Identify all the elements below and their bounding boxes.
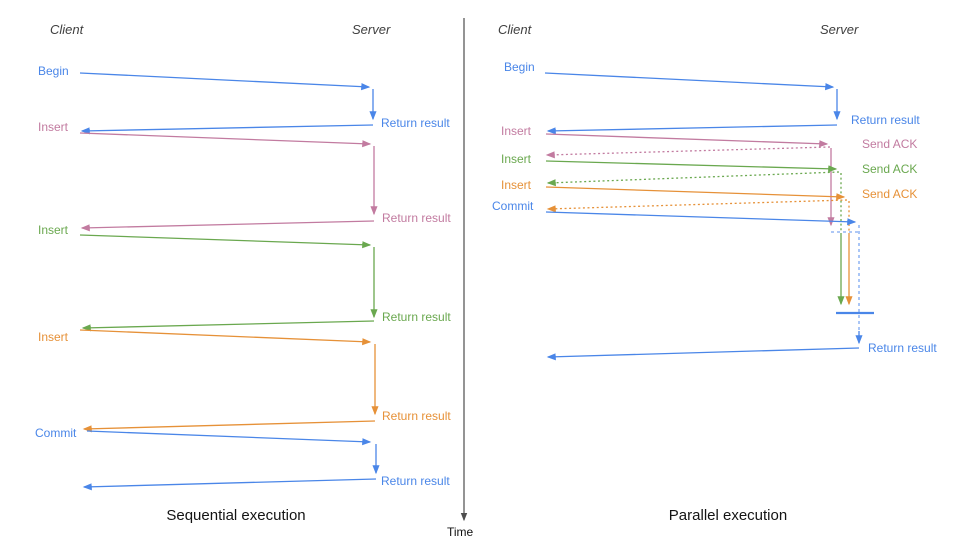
time-axis-label: Time: [447, 525, 474, 539]
left-insert3-request-arrow: [79, 329, 372, 346]
left-insert1-request-arrow: [79, 132, 372, 148]
right-commit-label: Commit: [492, 199, 534, 213]
right-insert3-label: Insert: [501, 178, 532, 192]
right-insert1-ack-arrow: [545, 146, 831, 159]
left-insert2-return-label: Return result: [382, 310, 451, 324]
right-insert1-label: Insert: [501, 124, 532, 138]
right-begin-request-arrow: [544, 72, 835, 91]
left-insert2-label: Insert: [38, 223, 69, 237]
left-insert3-return-arrow: [82, 420, 376, 433]
right-insert1-ack-label: Send ACK: [862, 137, 918, 151]
right-insert2-ack-label: Send ACK: [862, 162, 918, 176]
right-insert2-request-arrow: [545, 160, 838, 173]
left-client-header: Client: [50, 22, 84, 37]
right-begin-label: Begin: [504, 60, 535, 74]
left-begin-request-arrow: [79, 72, 371, 91]
right-insert2-ack-arrow: [546, 171, 840, 187]
left-commit-return-arrow: [82, 478, 377, 491]
left-insert2-return-arrow: [81, 320, 375, 332]
left-insert3-label: Insert: [38, 330, 69, 344]
left-begin-label: Begin: [38, 64, 69, 78]
left-commit-request-arrow: [86, 430, 372, 446]
left-begin-return-label: Return result: [381, 116, 450, 130]
right-insert3-ack-arrow: [546, 199, 848, 213]
right-insert1-request-arrow: [545, 133, 829, 148]
left-insert1-label: Insert: [38, 120, 69, 134]
right-begin-return-label: Return result: [851, 113, 920, 127]
right-insert3-request-arrow: [545, 186, 846, 201]
right-server-header: Server: [820, 22, 859, 37]
left-insert3-return-label: Return result: [382, 409, 451, 423]
left-insert1-return-label: Return result: [382, 211, 451, 225]
right-final-return-label: Return result: [868, 341, 937, 355]
right-commit-request-arrow: [545, 211, 857, 226]
right-panel-title: Parallel execution: [668, 507, 788, 524]
right-final-return-arrow: [546, 347, 860, 361]
right-begin-return-arrow: [546, 124, 838, 135]
left-server-header: Server: [352, 22, 391, 37]
left-insert1-return-arrow: [80, 220, 375, 232]
left-commit-return-label: Return result: [381, 474, 450, 488]
right-insert2-label: Insert: [501, 152, 532, 166]
left-panel-title: Sequential execution: [166, 507, 306, 524]
left-begin-return-arrow: [80, 124, 374, 135]
left-insert2-request-arrow: [79, 234, 372, 249]
left-commit-label: Commit: [35, 426, 77, 440]
right-insert3-ack-label: Send ACK: [862, 187, 918, 201]
right-client-header: Client: [498, 22, 532, 37]
